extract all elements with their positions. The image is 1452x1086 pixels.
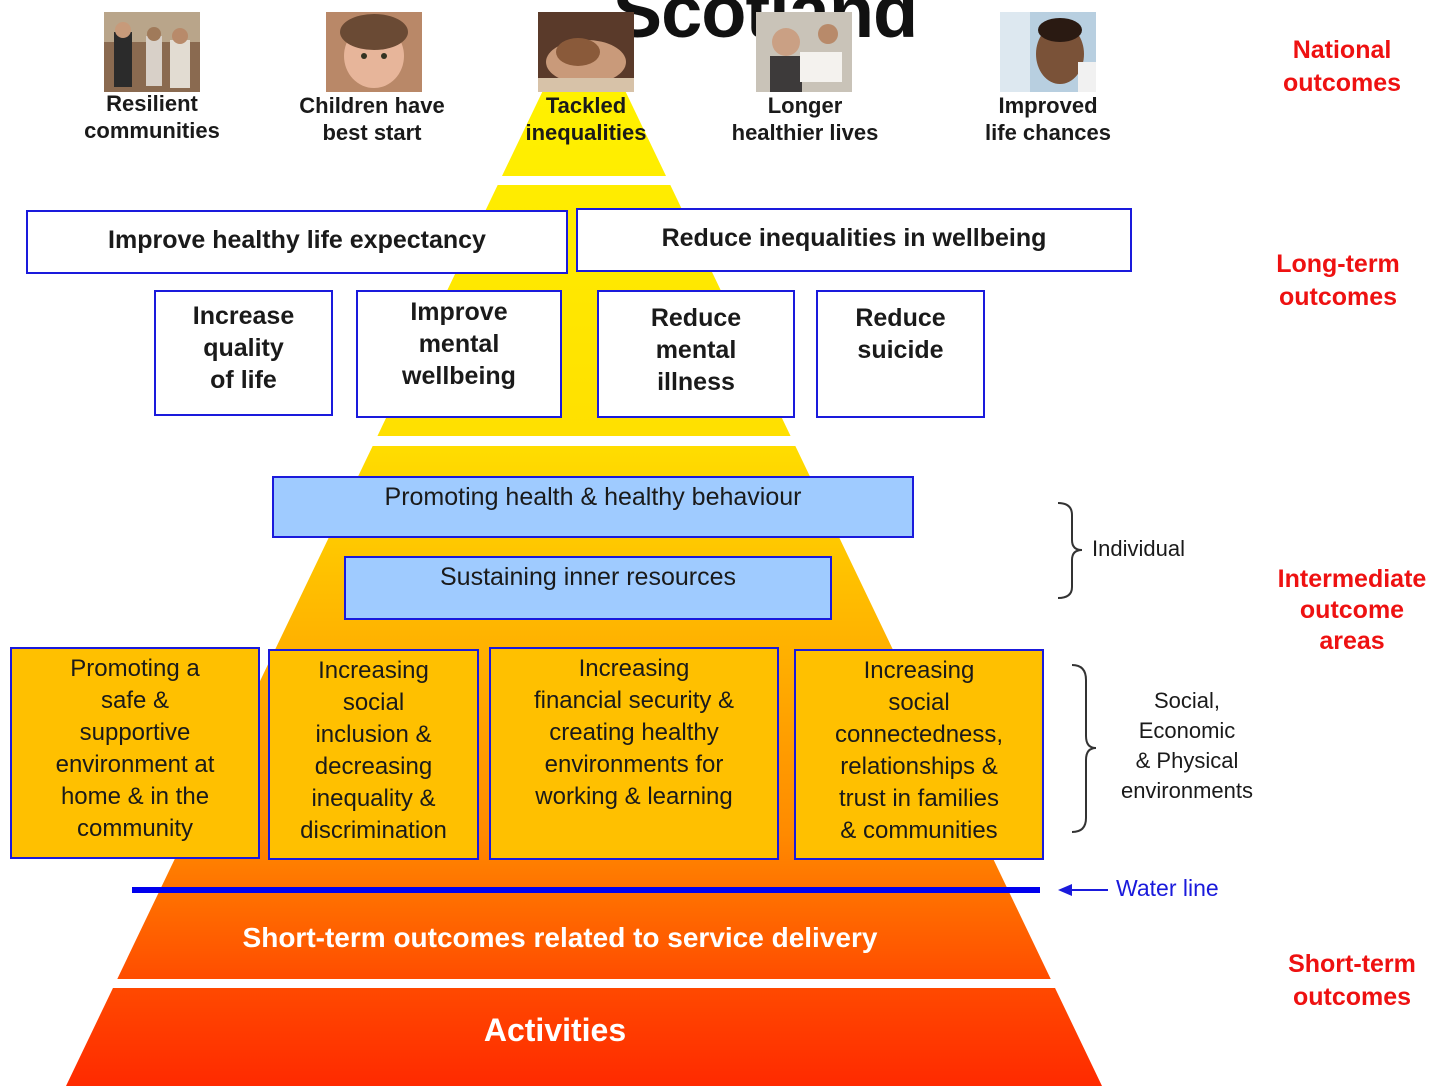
box-line: decreasing bbox=[314, 753, 433, 780]
label-line: Long-term bbox=[1276, 250, 1400, 278]
environments-line: Economic bbox=[1138, 718, 1236, 743]
box-line: quality bbox=[203, 334, 284, 362]
box-line: wellbeing bbox=[402, 362, 516, 390]
child-window-photo bbox=[1000, 12, 1096, 92]
label-line: Intermediate bbox=[1277, 565, 1427, 593]
environments-line: Social, bbox=[1153, 688, 1221, 713]
box-line: inequality & bbox=[311, 785, 436, 812]
long-term-healthy-life-expectancy: Improve healthy life expectancy bbox=[26, 210, 568, 274]
national-outcome-resilient-communities: Resilient communities bbox=[52, 90, 252, 144]
environments-line: environments bbox=[1120, 778, 1254, 803]
label-long-term-outcomes: Long-term outcomes bbox=[1240, 248, 1436, 314]
box-line: social bbox=[342, 689, 405, 716]
box-line: working & learning bbox=[535, 783, 733, 810]
box-line: discrimination bbox=[300, 817, 447, 844]
box-line: mental bbox=[655, 336, 737, 364]
national-outcome-line: Improved bbox=[998, 93, 1098, 118]
label-national-outcomes: National outcomes bbox=[1246, 34, 1438, 100]
pyramid-separator bbox=[0, 176, 1452, 185]
box-line: suicide bbox=[857, 336, 944, 364]
label-intermediate-outcome-areas: Intermediate outcome areas bbox=[1252, 564, 1452, 657]
intermediate-safe-environment: Promoting a safe & supportive environmen… bbox=[10, 647, 260, 859]
people-street-photo bbox=[104, 12, 200, 92]
label-line: outcomes bbox=[1278, 283, 1398, 311]
box-line: relationships & bbox=[840, 753, 998, 780]
activities-band-text: Activities bbox=[483, 1012, 627, 1048]
intermediate-social-connectedness: Increasing social connectedness, relatio… bbox=[794, 649, 1044, 860]
box-line: Promoting a bbox=[70, 655, 200, 682]
box-line: environments for bbox=[544, 751, 724, 778]
label-line: outcomes bbox=[1292, 983, 1412, 1011]
pyramid-separator bbox=[0, 436, 1452, 446]
box-line: creating healthy bbox=[549, 719, 719, 746]
box-line: trust in families bbox=[838, 785, 1000, 812]
national-outcome-line: Resilient bbox=[106, 91, 198, 116]
national-outcome-improved-life-chances: Improved life chances bbox=[950, 92, 1146, 146]
box-line: financial security & bbox=[533, 687, 735, 714]
intermediate-promoting-health: Promoting health & healthy behaviour bbox=[272, 476, 914, 538]
box-line: environment at bbox=[55, 751, 215, 778]
label-line: National bbox=[1292, 36, 1392, 64]
long-term-reduce-inequalities: Reduce inequalities in wellbeing bbox=[576, 208, 1132, 272]
label-short-term-outcomes: Short-term outcomes bbox=[1252, 948, 1452, 1014]
box-line: Increasing bbox=[578, 655, 690, 682]
box-line: Reduce bbox=[855, 304, 946, 332]
intermediate-inner-resources: Sustaining inner resources bbox=[344, 556, 832, 620]
box-line: Increasing bbox=[863, 657, 975, 684]
national-outcome-tackled-inequalities: Tackled inequalities bbox=[496, 92, 676, 146]
box-line: connectedness, bbox=[834, 721, 1004, 748]
long-term-mental-wellbeing: Improve mental wellbeing bbox=[356, 290, 562, 418]
individual-bracket bbox=[1057, 502, 1083, 599]
box-line: Increase bbox=[192, 302, 295, 330]
box-line: & communities bbox=[840, 817, 998, 844]
label-line: outcome bbox=[1299, 596, 1405, 624]
water-line-label: Water line bbox=[1116, 875, 1219, 901]
national-outcome-line: healthier lives bbox=[731, 120, 879, 145]
box-line: social bbox=[888, 689, 950, 716]
intermediate-financial-security: Increasing financial security & creating… bbox=[489, 647, 779, 860]
national-outcome-line: best start bbox=[322, 120, 422, 145]
intermediate-social-inclusion: Increasing social inclusion & decreasing… bbox=[268, 649, 479, 860]
child-photo bbox=[326, 12, 422, 92]
box-line: supportive bbox=[79, 719, 191, 746]
box-line: Reduce bbox=[650, 304, 742, 332]
environments-label: Social, Economic & Physical environments bbox=[1092, 686, 1282, 806]
box-line: Improve bbox=[410, 298, 508, 326]
box-line: Increasing bbox=[318, 657, 429, 684]
environments-bracket bbox=[1071, 664, 1097, 833]
national-outcome-line: life chances bbox=[985, 120, 1111, 145]
label-line: outcomes bbox=[1282, 69, 1402, 97]
national-outcome-children-best-start: Children have best start bbox=[272, 92, 472, 146]
elderly-reading-photo bbox=[756, 12, 852, 92]
box-line: home & in the bbox=[60, 783, 210, 810]
short-term-band-text: Short-term outcomes related to service d… bbox=[242, 922, 878, 953]
long-term-reduce-suicide: Reduce suicide bbox=[816, 290, 985, 418]
national-outcome-longer-healthier-lives: Longer healthier lives bbox=[700, 92, 910, 146]
handshake-photo bbox=[538, 12, 634, 92]
environments-line: & Physical bbox=[1135, 748, 1239, 773]
box-line: community bbox=[76, 815, 194, 842]
box-line: safe & bbox=[100, 687, 170, 714]
national-outcome-line: communities bbox=[84, 118, 220, 143]
box-line: inclusion & bbox=[315, 721, 432, 748]
long-term-mental-illness: Reduce mental illness bbox=[597, 290, 795, 418]
national-outcome-line: inequalities bbox=[525, 120, 647, 145]
arrow-head-icon bbox=[1058, 884, 1072, 896]
box-line: of life bbox=[210, 366, 277, 394]
national-outcome-line: Children have bbox=[299, 93, 445, 118]
pyramid-separator bbox=[0, 979, 1452, 988]
national-outcome-line: Longer bbox=[767, 93, 843, 118]
label-line: areas bbox=[1319, 627, 1385, 655]
national-outcome-line: Tackled bbox=[545, 93, 627, 118]
long-term-quality-of-life: Increase quality of life bbox=[154, 290, 333, 416]
box-line: illness bbox=[657, 368, 735, 396]
label-line: Short-term bbox=[1288, 950, 1416, 978]
individual-label: Individual bbox=[1092, 536, 1185, 561]
box-line: mental bbox=[418, 330, 500, 358]
